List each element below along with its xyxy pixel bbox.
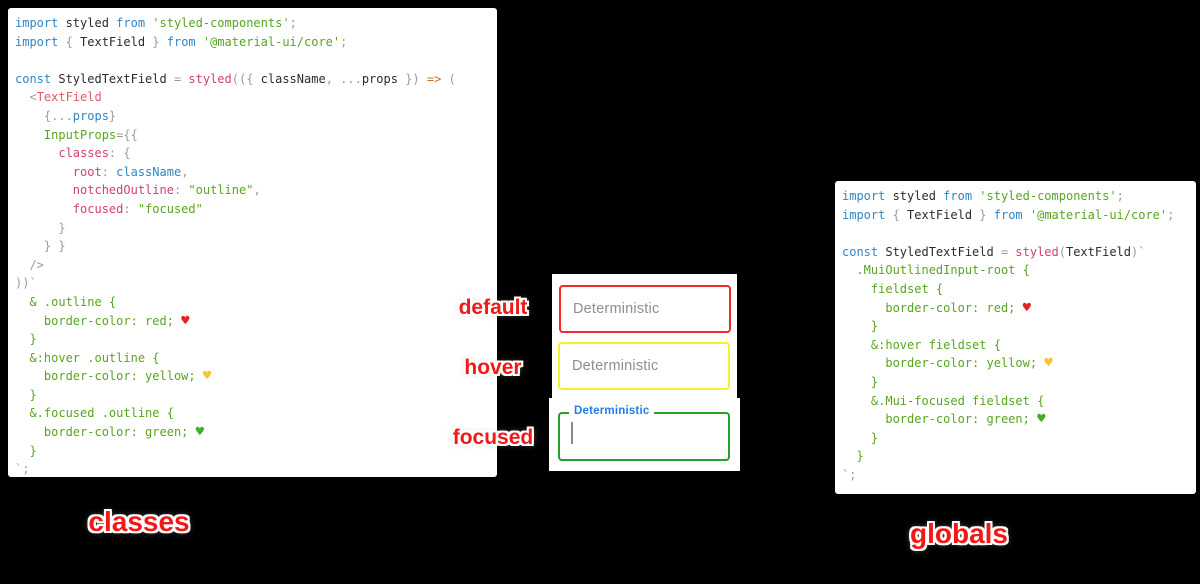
code-line: border-color: yellow; ♥ [15,368,212,385]
code-line: const StyledTextField = styled(TextField… [842,244,1146,259]
code-line: import { TextField } from '@material-ui/… [15,34,348,49]
label-hover: hover [464,356,522,379]
code-line: border-color: red; ♥ [842,299,1032,316]
green-heart-icon: ♥ [195,424,205,441]
code-line: focused: "focused" [15,201,203,216]
label-default: default [458,296,528,319]
code-line: import styled from 'styled-components'; [842,189,1124,203]
code-line: border-color: yellow; ♥ [842,355,1053,372]
code-line: &.focused .outline { [15,406,174,421]
code-line: /> [15,257,44,272]
textfield-focused[interactable]: Deterministic [558,405,730,461]
code-line: } [15,443,37,458]
code-line: } [15,387,37,402]
caption-globals: globals [909,518,1008,549]
code-line: import { TextField } from '@material-ui/… [842,207,1175,222]
code-line: `; [15,462,30,477]
code-line: {...props} [15,108,117,123]
textfield-focused-label: Deterministic [569,405,655,417]
code-line: `; [842,467,857,482]
code-line: .MuiOutlinedInput-root { [842,263,1030,278]
yellow-heart-icon: ♥ [1044,355,1053,372]
code-line: border-color: green; ♥ [842,411,1046,428]
text-cursor [571,422,573,444]
textfield-hover-placeholder: Deterministic [572,358,659,374]
code-line: } [842,374,879,389]
red-heart-icon: ♥ [1022,299,1032,316]
code-line: import styled from 'styled-components'; [15,16,297,30]
globals-code-block: import styled from 'styled-components'; i… [835,181,1196,494]
yellow-heart-icon: ♥ [202,368,212,385]
code-line: <TextField [15,90,102,105]
code-line: } [842,319,879,334]
green-heart-icon: ♥ [1037,411,1046,428]
code-line: const StyledTextField = styled(({ classN… [15,71,456,86]
textfield-hover[interactable]: Deterministic [558,342,730,390]
code-line: } [15,332,37,347]
code-line: ))` [15,276,37,291]
code-line: fieldset { [842,281,944,296]
red-heart-icon: ♥ [181,312,190,329]
code-line [842,224,1196,243]
code-line: classes: { [15,146,131,161]
classes-code-block: import styled from 'styled-components'; i… [8,8,497,477]
code-line: InputProps={{ [15,127,138,142]
code-line: root: className, [15,164,189,179]
code-line: } [15,220,66,235]
code-line: notchedOutline: "outline", [15,183,261,198]
textfield-default-placeholder: Deterministic [573,301,660,317]
code-line: } } [15,239,66,254]
code-line: &:hover fieldset { [842,337,1001,352]
code-line: border-color: green; ♥ [15,424,205,441]
textfield-default[interactable]: Deterministic [559,285,731,333]
code-line: border-color: red; ♥ [15,312,190,329]
code-line: } [842,449,864,464]
code-line [15,51,497,70]
code-line: &:hover .outline { [15,350,160,365]
caption-classes: classes [88,506,190,537]
code-line: & .outline { [15,294,117,309]
code-line: } [842,430,879,445]
label-focused: focused [452,426,534,449]
code-line: &.Mui-focused fieldset { [842,393,1045,408]
